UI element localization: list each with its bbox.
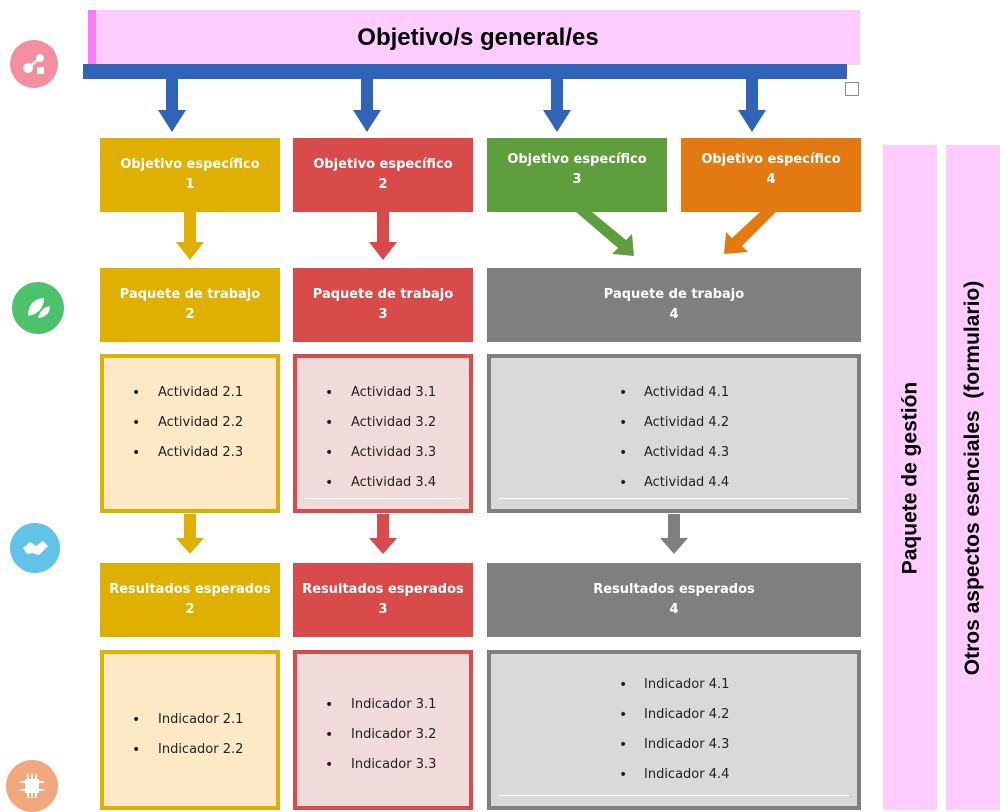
package-box-4: Paquete de trabajo 4: [487, 268, 861, 342]
results-box-4: Resultados esperados 4: [487, 563, 861, 637]
divider: [305, 498, 461, 499]
objective-box-1: Objetivo específico 1: [100, 138, 280, 212]
objective-label: Objetivo específico: [313, 157, 453, 172]
yellow-down-arrow: [176, 514, 204, 554]
result-arrows: [176, 514, 688, 554]
list-item: Indicador 2.1: [104, 705, 276, 735]
objective-box-2: Objetivo específico 2: [293, 138, 473, 212]
leaves-icon: [12, 282, 64, 334]
objective-number: 1: [185, 177, 195, 192]
objective-number: 3: [572, 172, 582, 187]
orange-diagonal-arrow: [724, 212, 776, 254]
list-item: Indicador 4.1: [491, 670, 857, 700]
blue-arrows: [158, 78, 766, 132]
results-number: 2: [185, 602, 195, 617]
blue-connector-bar: [83, 64, 847, 79]
list-item: Indicador 4.4: [491, 760, 857, 790]
blue-down-arrow: [543, 78, 571, 132]
indicators-box-2: Indicador 2.1 Indicador 2.2: [100, 650, 280, 810]
package-label: Paquete de trabajo: [312, 287, 454, 302]
list-item: Actividad 2.1: [104, 378, 276, 408]
gray-down-arrow: [660, 514, 688, 554]
general-objectives-title: Objetivo/s general/es: [88, 10, 860, 65]
results-label: Resultados esperados: [109, 582, 271, 597]
management-package-bar: Paquete de gestión: [883, 145, 937, 810]
list-item: Actividad 4.3: [491, 438, 857, 468]
package-number: 3: [378, 307, 388, 322]
package-number: 2: [185, 307, 195, 322]
objective-label: Objetivo específico: [507, 152, 647, 167]
list-item: Actividad 4.1: [491, 378, 857, 408]
list-item: Indicador 2.2: [104, 735, 276, 765]
objective-number: 4: [766, 172, 776, 187]
green-diagonal-arrow: [576, 212, 634, 256]
package-label: Paquete de trabajo: [119, 287, 261, 302]
list-item: Actividad 4.4: [491, 468, 857, 498]
divider: [499, 498, 849, 499]
objective-number: 2: [378, 177, 388, 192]
handshake-icon: [10, 523, 60, 573]
objective-box-4: Objetivo específico 4: [681, 138, 861, 212]
package-box-3: Paquete de trabajo 3: [293, 268, 473, 342]
list-item: Indicador 4.2: [491, 700, 857, 730]
activities-box-4: Actividad 4.1 Actividad 4.2 Actividad 4.…: [487, 354, 861, 513]
results-label: Resultados esperados: [593, 582, 755, 597]
objective-arrows: [176, 212, 776, 260]
other-aspects-label: Otros aspectos esenciales (formulario): [961, 280, 984, 675]
results-label: Resultados esperados: [302, 582, 464, 597]
results-box-2: Resultados esperados 2: [100, 563, 280, 637]
list-item: Indicador 4.3: [491, 730, 857, 760]
yellow-down-arrow: [176, 212, 204, 260]
package-number: 4: [669, 307, 679, 322]
red-down-arrow: [369, 212, 397, 260]
activities-box-3: Actividad 3.1 Actividad 3.2 Actividad 3.…: [293, 354, 473, 513]
divider: [499, 795, 849, 796]
red-down-arrow: [369, 514, 397, 554]
list-item: Actividad 3.1: [297, 378, 469, 408]
list-item: Actividad 4.2: [491, 408, 857, 438]
resize-handle[interactable]: [845, 82, 859, 96]
results-box-3: Resultados esperados 3: [293, 563, 473, 637]
package-box-2: Paquete de trabajo 2: [100, 268, 280, 342]
list-item: Indicador 3.2: [297, 720, 469, 750]
list-item: Actividad 2.2: [104, 408, 276, 438]
list-item: Actividad 3.3: [297, 438, 469, 468]
other-aspects-bar: Otros aspectos esenciales (formulario): [946, 145, 1000, 810]
list-item: Actividad 2.3: [104, 438, 276, 468]
list-item: Actividad 3.4: [297, 468, 469, 498]
results-number: 4: [669, 602, 679, 617]
objective-label: Objetivo específico: [120, 157, 260, 172]
blue-down-arrow: [353, 78, 381, 132]
network-icon: [10, 40, 58, 88]
results-number: 3: [378, 602, 388, 617]
package-label: Paquete de trabajo: [603, 287, 745, 302]
blue-down-arrow: [158, 78, 186, 132]
indicators-box-4: Indicador 4.1 Indicador 4.2 Indicador 4.…: [487, 650, 861, 810]
chip-icon: [6, 760, 58, 812]
objective-box-3: Objetivo específico 3: [487, 138, 667, 212]
list-item: Indicador 3.3: [297, 750, 469, 780]
objective-label: Objetivo específico: [701, 152, 841, 167]
blue-down-arrow: [738, 78, 766, 132]
list-item: Indicador 3.1: [297, 690, 469, 720]
activities-box-2: Actividad 2.1 Actividad 2.2 Actividad 2.…: [100, 354, 280, 513]
list-item: Actividad 3.2: [297, 408, 469, 438]
indicators-box-3: Indicador 3.1 Indicador 3.2 Indicador 3.…: [293, 650, 473, 810]
management-package-label: Paquete de gestión: [898, 381, 922, 574]
